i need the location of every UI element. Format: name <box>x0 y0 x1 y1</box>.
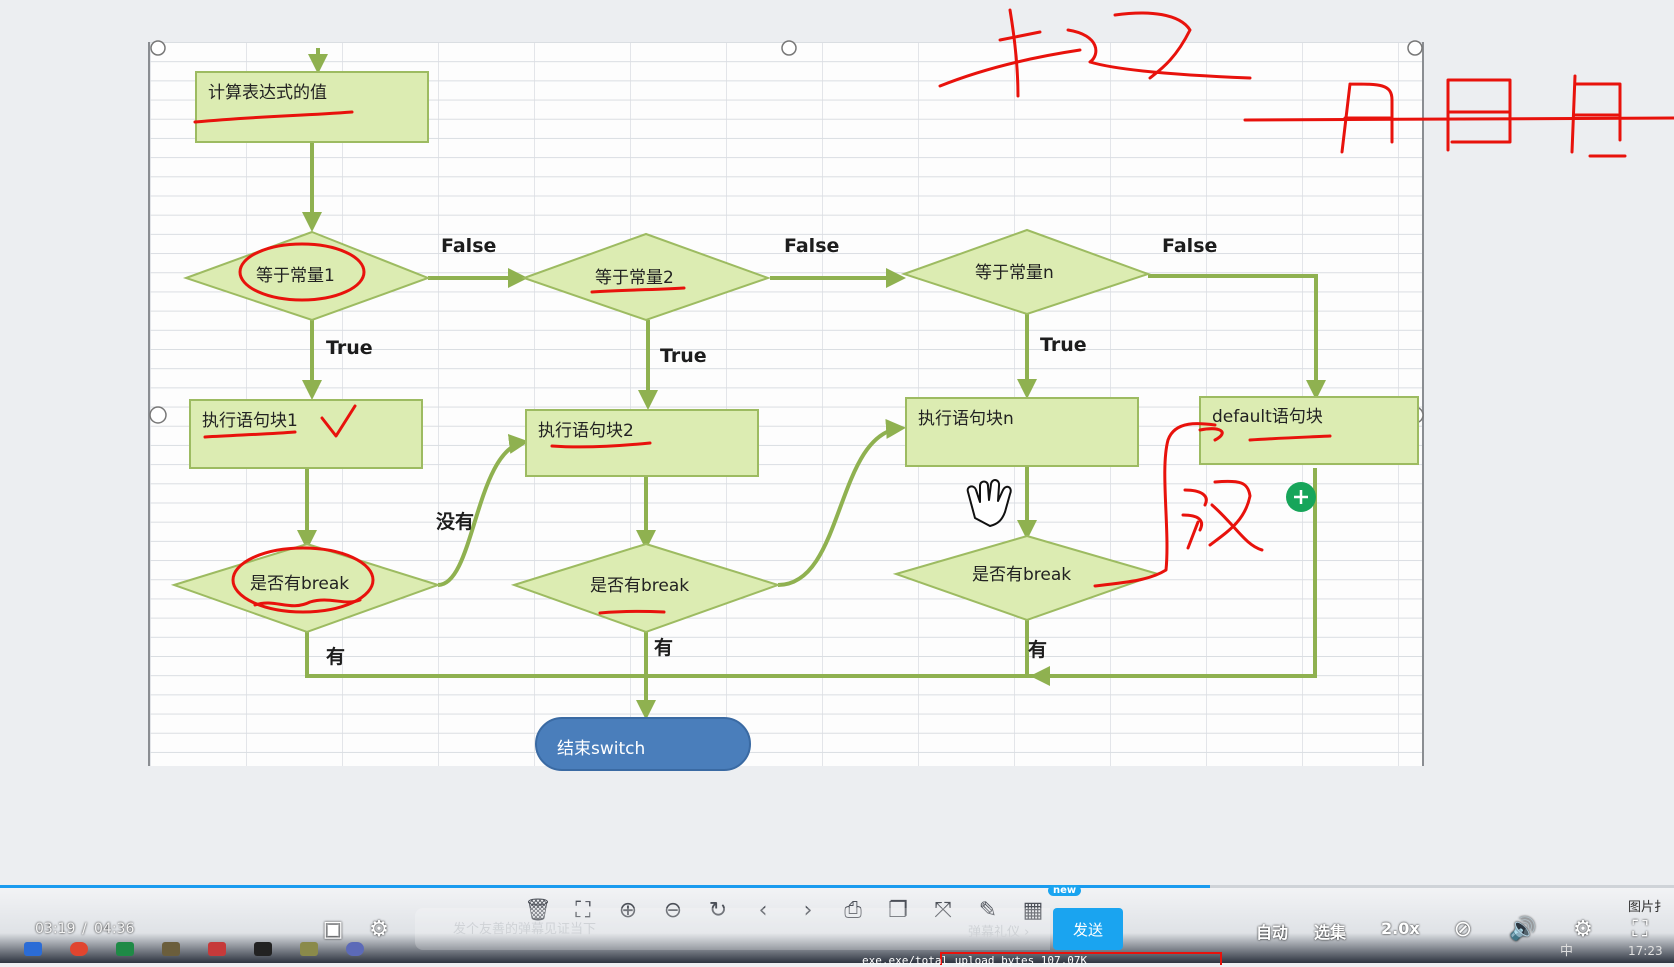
break1-text: 是否有break <box>250 574 349 594</box>
label-yes-n: 有 <box>1028 638 1047 661</box>
execn-box <box>905 397 1139 467</box>
terminal-highlight <box>940 952 1222 965</box>
image-viewer-stage: 计算表达式的值 等于常量1 等于常量2 等于常量n 执行语句块1 执行语句块2 … <box>148 8 1674 771</box>
exec2-box <box>525 409 759 477</box>
new-badge: new <box>1048 885 1082 896</box>
app-icon[interactable] <box>346 942 364 956</box>
end-terminator <box>535 717 751 771</box>
danmaku-input[interactable] <box>415 908 1050 950</box>
flow-connectors <box>297 48 1326 720</box>
condn-diamond <box>900 228 1152 316</box>
compute-text: 计算表达式的值 <box>208 83 327 103</box>
default-box <box>1199 396 1419 465</box>
breakn-text: 是否有break <box>972 565 1071 585</box>
label-true-2: True <box>660 345 707 367</box>
cond2-text: 等于常量2 <box>595 268 674 288</box>
exec1-text: 执行语句块1 <box>202 411 298 431</box>
time-total: 04:36 <box>94 921 135 937</box>
rotate-icon[interactable]: ↻ <box>708 897 728 923</box>
editor-icon[interactable] <box>300 942 318 956</box>
apps-icon[interactable]: ▦ <box>1022 897 1044 923</box>
volume-icon[interactable]: 🔊 <box>1509 916 1537 942</box>
fit-icon[interactable]: ⤧ <box>934 897 952 923</box>
folder-icon[interactable] <box>162 942 180 956</box>
label-false-2: False <box>784 235 839 257</box>
compute-box <box>195 71 429 143</box>
player-control-bar: new 图片扌 03:19 / 04:36 🗑 ⛶ ⊕ ⊖ ↻ ‹ › ⎙ ❐ … <box>0 885 1674 963</box>
label-yes-1: 有 <box>326 645 345 668</box>
trash-icon[interactable]: 🗑 <box>524 897 552 923</box>
label-yes-2: 有 <box>654 636 673 659</box>
chrome-icon[interactable] <box>70 942 88 956</box>
ime-indicator[interactable]: 中 <box>1560 944 1574 959</box>
label-true-1: True <box>326 337 373 359</box>
xmind-icon[interactable] <box>208 942 226 956</box>
label-false-1: False <box>441 235 496 257</box>
print-icon[interactable]: ⎙ <box>844 897 862 923</box>
time-current: 03:19 <box>35 921 76 937</box>
terminal-icon[interactable] <box>254 942 272 956</box>
zoom-out-icon[interactable]: ⊖ <box>663 897 683 923</box>
label-true-3: True <box>1040 334 1087 356</box>
red-ink-annotations <box>193 8 1674 615</box>
progress-track[interactable] <box>0 885 1674 888</box>
hand-cursor-icon <box>966 479 1012 527</box>
danmaku-off-icon[interactable]: ⊘ <box>1453 916 1473 942</box>
next-icon[interactable]: › <box>803 897 813 923</box>
danmaku-settings-icon[interactable]: ⚙ <box>369 916 389 942</box>
zoom-in-icon[interactable]: ⊕ <box>618 897 638 923</box>
word-icon[interactable] <box>24 942 42 956</box>
add-marker-icon <box>1286 482 1316 512</box>
exec2-text: 执行语句块2 <box>538 421 634 441</box>
copy-icon[interactable]: ❐ <box>888 897 908 923</box>
edit-icon[interactable]: ✎ <box>978 897 998 923</box>
side-label: 图片扌 <box>1628 900 1668 915</box>
danmaku-toggle-icon[interactable]: ▣ <box>322 916 344 942</box>
execn-text: 执行语句块n <box>918 409 1014 429</box>
exec1-box <box>189 399 423 469</box>
prev-icon[interactable]: ‹ <box>758 897 768 923</box>
cond1-diamond <box>182 230 431 322</box>
cond2-diamond <box>520 232 772 322</box>
cond1-text: 等于常量1 <box>256 266 335 286</box>
time-separator: / <box>82 921 87 937</box>
end-text: 结束switch <box>557 739 645 759</box>
taskbar-clock: 17:23 <box>1628 944 1663 958</box>
default-text: default语句块 <box>1212 407 1323 427</box>
send-button[interactable]: 发送 <box>1053 908 1123 950</box>
danmaku-etiquette-link[interactable]: 弹幕礼仪 › <box>968 925 1030 940</box>
excel-icon[interactable] <box>116 942 134 956</box>
settings-icon[interactable]: ⚙ <box>1573 916 1593 942</box>
label-false-3: False <box>1162 235 1217 257</box>
label-no: 没有 <box>436 510 474 533</box>
condn-text: 等于常量n <box>975 263 1054 283</box>
break2-text: 是否有break <box>590 576 689 596</box>
crop-icon[interactable]: ⛶ <box>575 897 591 923</box>
breakn-diamond <box>892 534 1162 622</box>
episodes-button[interactable]: 选集 <box>1314 923 1347 942</box>
speed-button[interactable]: 2.0x <box>1381 919 1420 938</box>
progress-fill <box>0 885 1211 888</box>
terminal-text: exe.exe/total upload bytes 107.07K <box>862 954 1088 967</box>
break2-diamond <box>510 542 782 634</box>
switch-flowchart: 计算表达式的值 等于常量1 等于常量2 等于常量n 执行语句块1 执行语句块2 … <box>149 8 1674 771</box>
fullscreen-icon[interactable]: ⛶ <box>1632 916 1648 942</box>
quality-button[interactable]: 自动 <box>1256 923 1289 942</box>
